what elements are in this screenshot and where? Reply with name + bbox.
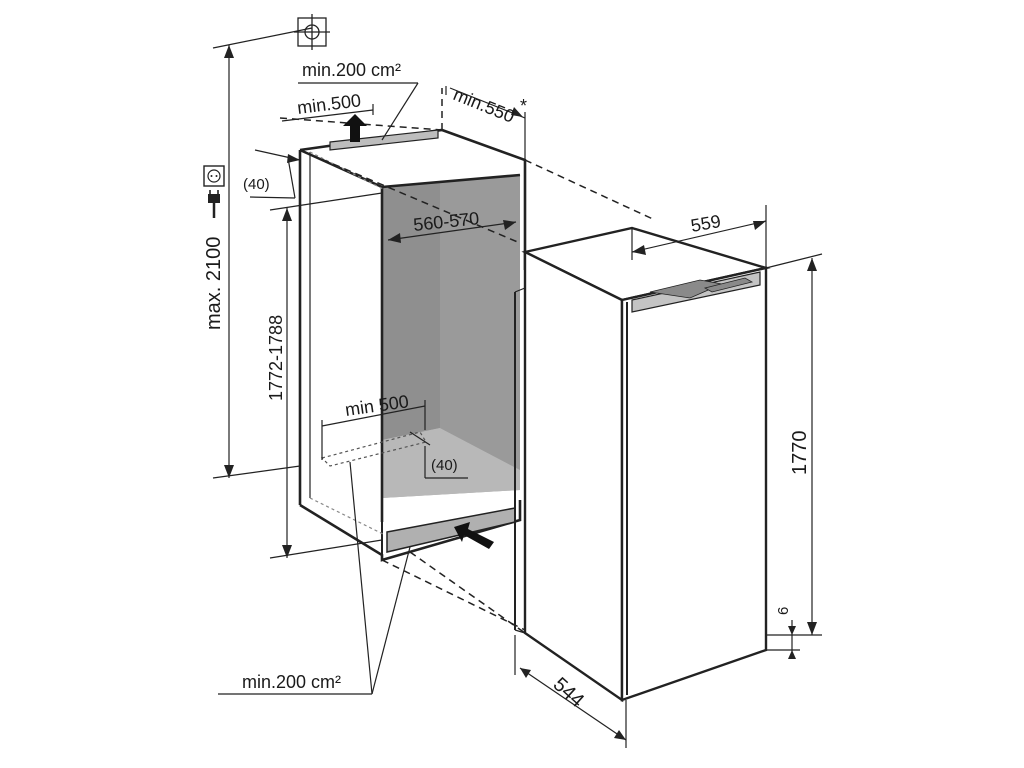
position-target-icon xyxy=(294,14,330,50)
label-depth-min-note: * xyxy=(520,96,527,116)
niche-left-wall xyxy=(382,182,440,440)
label-top-gap: (40) xyxy=(243,176,270,193)
dimension-lines xyxy=(212,27,823,748)
label-appliance-depth: 544 xyxy=(549,673,589,712)
niche-right-wall xyxy=(440,175,520,470)
label-depth-min: min.550 xyxy=(451,84,518,127)
label-vent-top-area: min.200 cm² xyxy=(302,60,401,80)
niche-floor xyxy=(382,428,520,498)
bottom-inner-vent xyxy=(320,431,427,467)
bottom-vent-grille xyxy=(386,507,516,553)
plug-icon xyxy=(208,190,220,218)
appliance xyxy=(514,226,771,703)
label-appliance-height: 1770 xyxy=(789,431,811,476)
airflow-arrow-in-icon xyxy=(454,522,494,549)
label-plinth-gap: 6 xyxy=(775,607,792,615)
socket-icon xyxy=(203,165,225,187)
projection-lines xyxy=(279,88,656,634)
label-niche-height: 1772-1788 xyxy=(266,315,286,401)
top-vent-grille xyxy=(329,129,439,151)
label-max-height: max. 2100 xyxy=(203,237,225,330)
label-vent-top-min: min.500 xyxy=(296,90,362,118)
airflow-arrow-up-icon xyxy=(343,114,367,142)
label-bottom-gap: (40) xyxy=(431,457,458,474)
label-vent-bottom-area: min.200 cm² xyxy=(242,672,341,692)
cabinet-niche xyxy=(298,128,527,562)
